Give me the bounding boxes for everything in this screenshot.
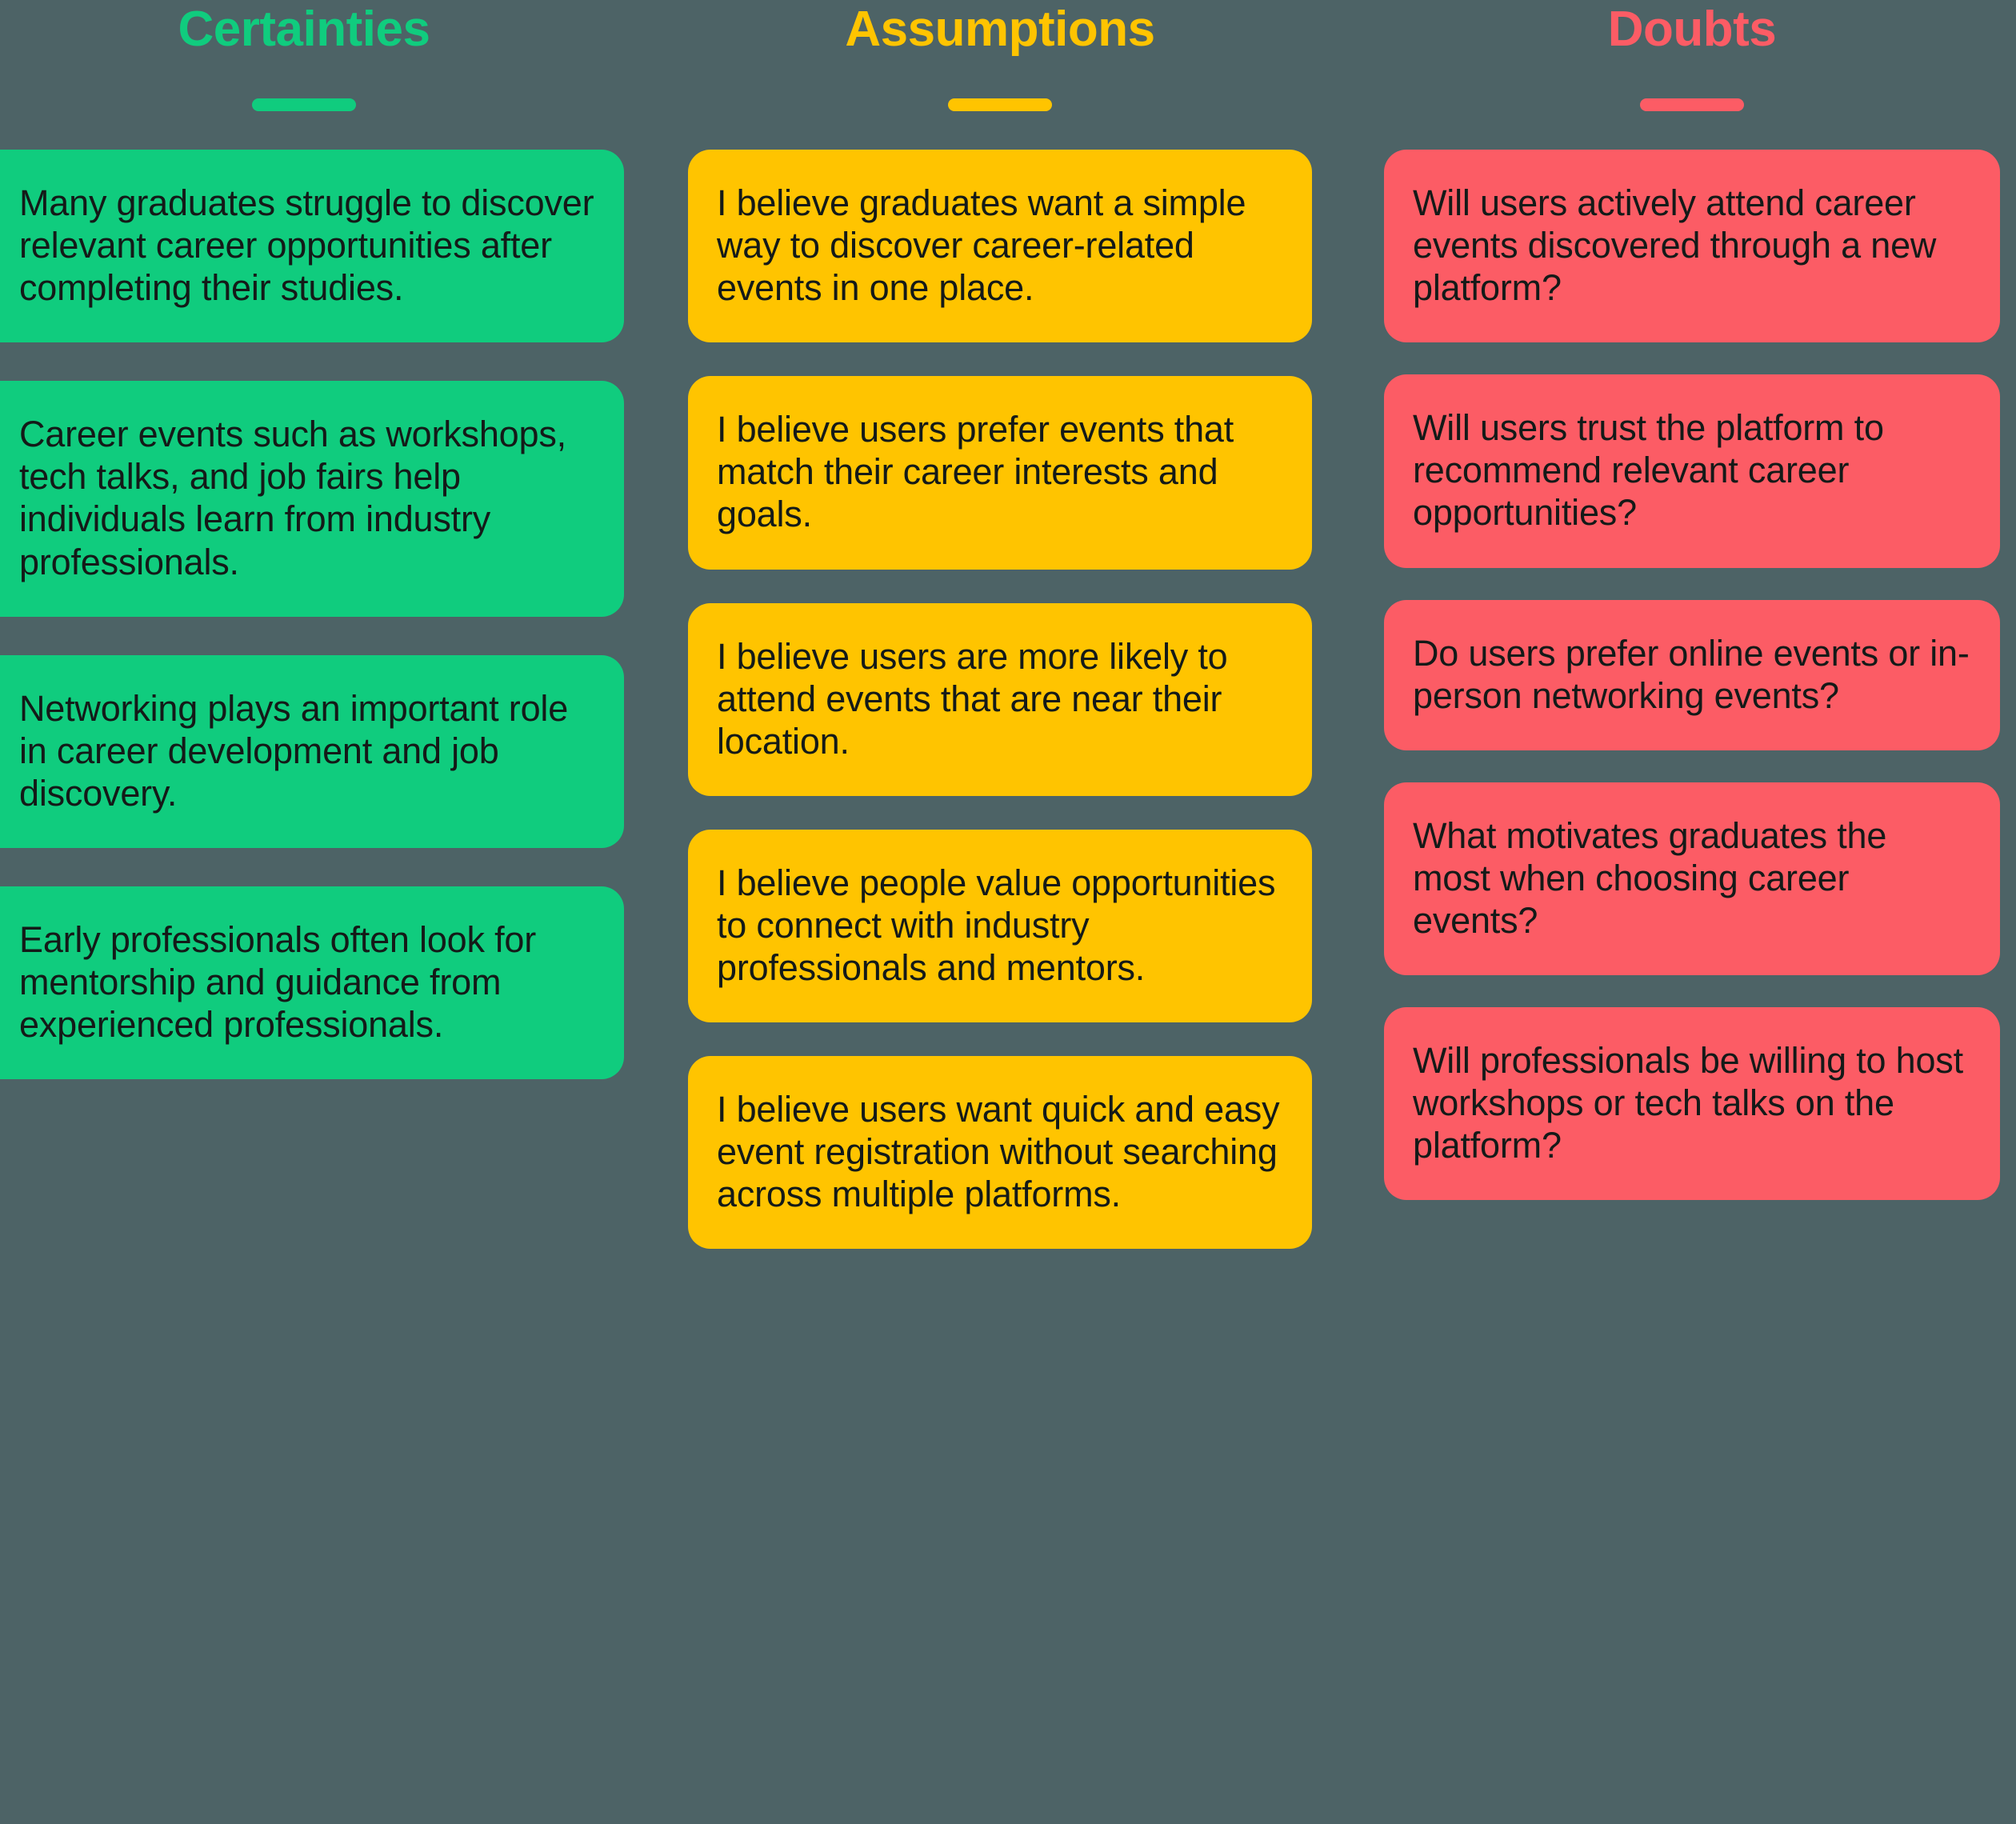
column-certainties: Certainties Many graduates struggle to d… (0, 0, 624, 1824)
sticky-note-text: Many graduates struggle to discover rele… (19, 182, 594, 309)
sticky-note[interactable]: I believe people value opportunities to … (688, 829, 1312, 1023)
sticky-note[interactable]: I believe users are more likely to atten… (688, 602, 1312, 796)
sticky-note[interactable]: Do users prefer online events or in-pers… (1384, 599, 2000, 750)
sticky-note-text: I believe users want quick and easy even… (717, 1089, 1280, 1215)
sticky-note-text: I believe graduates want a simple way to… (717, 182, 1246, 309)
sticky-note-text: Will users actively attend career events… (1413, 182, 1937, 309)
card-list-certainties: Many graduates struggle to discover rele… (0, 150, 624, 1080)
sticky-note-text: Networking plays an important role in ca… (19, 687, 569, 814)
sticky-note[interactable]: What motivates graduates the most when c… (1384, 782, 2000, 976)
column-title-assumptions: Assumptions (845, 2, 1155, 57)
sticky-note-text: What motivates graduates the most when c… (1413, 814, 1887, 941)
card-list-doubts: Will users actively attend career events… (1384, 150, 2000, 1201)
sticky-note-text: Career events such as workshops, tech ta… (19, 414, 566, 582)
sticky-note[interactable]: I believe users want quick and easy even… (688, 1056, 1312, 1250)
sticky-note-text: Early professionals often look for mento… (19, 918, 537, 1046)
column-underline-assumptions (948, 98, 1052, 111)
column-assumptions: Assumptions I believe graduates want a s… (688, 0, 1312, 1824)
column-header-doubts: Doubts (1384, 0, 2000, 111)
sticky-note-text: I believe people value opportunities to … (717, 862, 1276, 989)
sticky-note[interactable]: I believe users prefer events that match… (688, 376, 1312, 570)
column-header-assumptions: Assumptions (688, 0, 1312, 111)
sticky-note-text: I believe users are more likely to atten… (717, 635, 1228, 762)
column-underline-doubts (1640, 98, 1744, 111)
sticky-note-text: Will users trust the platform to recomme… (1413, 407, 1884, 534)
sticky-note[interactable]: Many graduates struggle to discover rele… (0, 150, 624, 343)
column-title-doubts: Doubts (1607, 2, 1777, 57)
column-doubts: Doubts Will users actively attend career… (1384, 0, 2000, 1824)
sticky-note[interactable]: Will users actively attend career events… (1384, 150, 2000, 343)
sticky-note[interactable]: I believe graduates want a simple way to… (688, 150, 1312, 343)
card-list-assumptions: I believe graduates want a simple way to… (688, 150, 1312, 1250)
sticky-note[interactable]: Networking plays an important role in ca… (0, 654, 624, 848)
sticky-note[interactable]: Early professionals often look for mento… (0, 886, 624, 1080)
sticky-note[interactable]: Will users trust the platform to recomme… (1384, 374, 2000, 568)
column-title-certainties: Certainties (178, 2, 430, 57)
sticky-note-text: I believe users prefer events that match… (717, 409, 1234, 535)
sticky-note-text: Will professionals be willing to host wo… (1413, 1040, 1963, 1166)
sticky-note[interactable]: Will professionals be willing to host wo… (1384, 1007, 2000, 1201)
sticky-note-text: Do users prefer online events or in-pers… (1413, 632, 1970, 716)
column-underline-certainties (252, 98, 356, 111)
sticky-note[interactable]: Career events such as workshops, tech ta… (0, 381, 624, 617)
column-header-certainties: Certainties (0, 0, 616, 111)
